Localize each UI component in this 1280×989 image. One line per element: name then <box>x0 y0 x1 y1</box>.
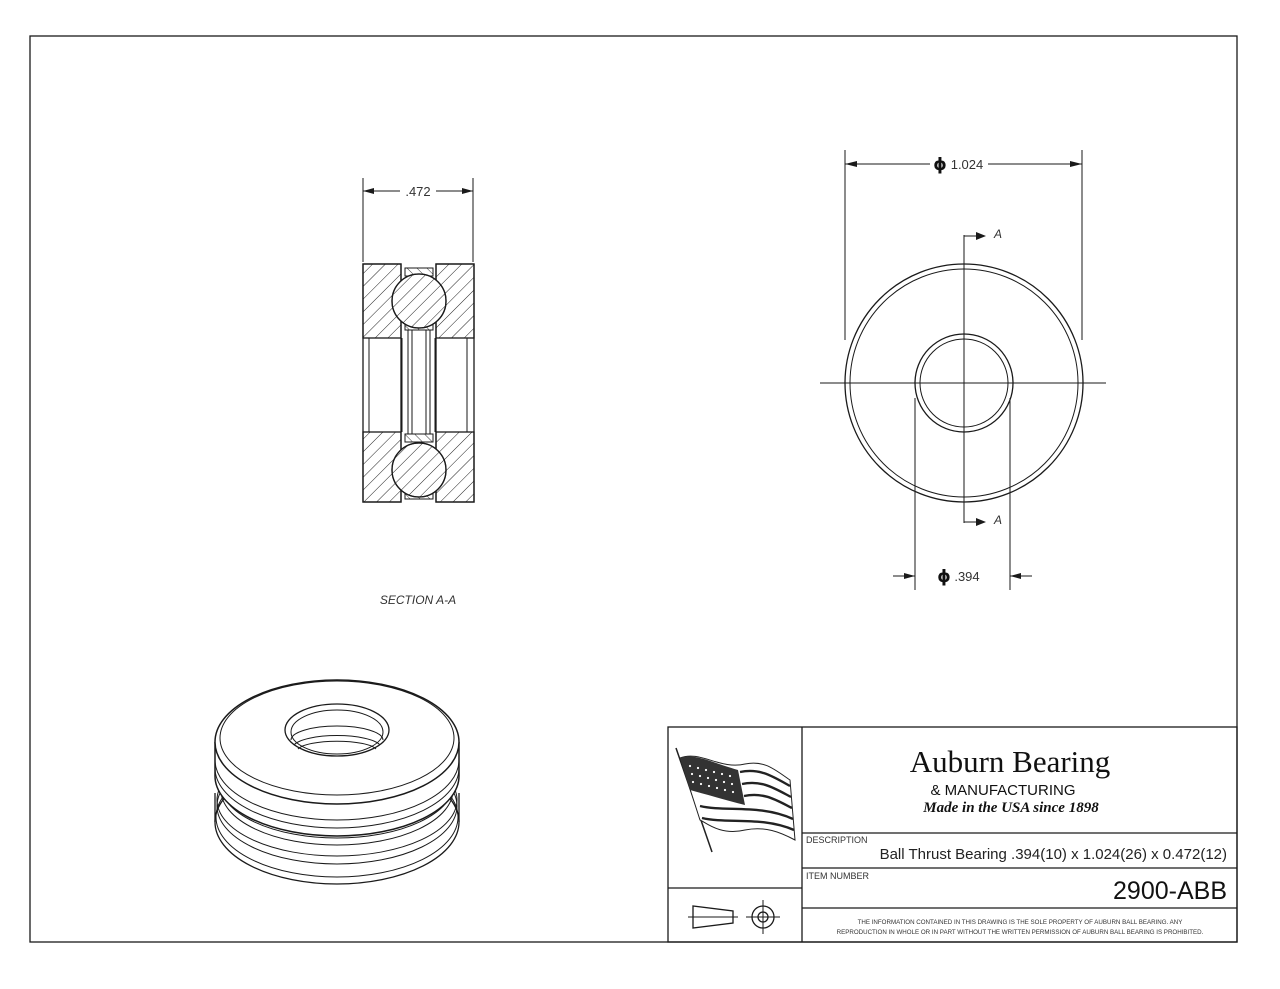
svg-text:A: A <box>993 227 1002 241</box>
company-name: Auburn Bearing <box>910 744 1111 779</box>
front-view: ϕ 1.024 A A ϕ <box>820 150 1106 590</box>
svg-text:ϕ: ϕ <box>937 567 951 587</box>
outer-diameter-dimension: ϕ 1.024 <box>844 150 1083 340</box>
cut-marker-top: A <box>964 227 1002 241</box>
description-text: Ball Thrust Bearing .394(10) x 1.024(26)… <box>880 846 1227 863</box>
item-number-caption: ITEM NUMBER <box>806 871 870 881</box>
third-angle-projection-icon <box>688 900 780 934</box>
diameter-symbol: ϕ <box>933 155 947 175</box>
section-view: .472 SECTION A-A <box>362 178 475 607</box>
drawing-border <box>29 35 1238 943</box>
outer-diameter-label: 1.024 <box>951 157 984 172</box>
notice-line-2: REPRODUCTION IN WHOLE OR IN PART WITHOUT… <box>837 929 1204 936</box>
inner-diameter-dimension: ϕ .394 <box>893 398 1032 590</box>
company-subtitle: & MANUFACTURING <box>930 782 1075 799</box>
description-caption: DESCRIPTION <box>806 835 868 845</box>
company-tagline: Made in the USA since 1898 <box>922 800 1099 816</box>
width-dimension: .472 <box>362 178 474 262</box>
section-label: SECTION A-A <box>380 593 456 607</box>
notice-line-1: THE INFORMATION CONTAINED IN THIS DRAWIN… <box>858 919 1183 926</box>
us-flag-icon <box>675 747 796 853</box>
title-block: Auburn Bearing & MANUFACTURING Made in t… <box>667 726 1238 943</box>
isometric-view <box>214 679 460 885</box>
item-number: 2900-ABB <box>1113 877 1227 905</box>
inner-diameter-label: .394 <box>954 569 979 584</box>
width-dimension-label: .472 <box>405 184 430 199</box>
cut-marker-bottom: A <box>964 513 1002 527</box>
svg-text:A: A <box>993 513 1002 527</box>
